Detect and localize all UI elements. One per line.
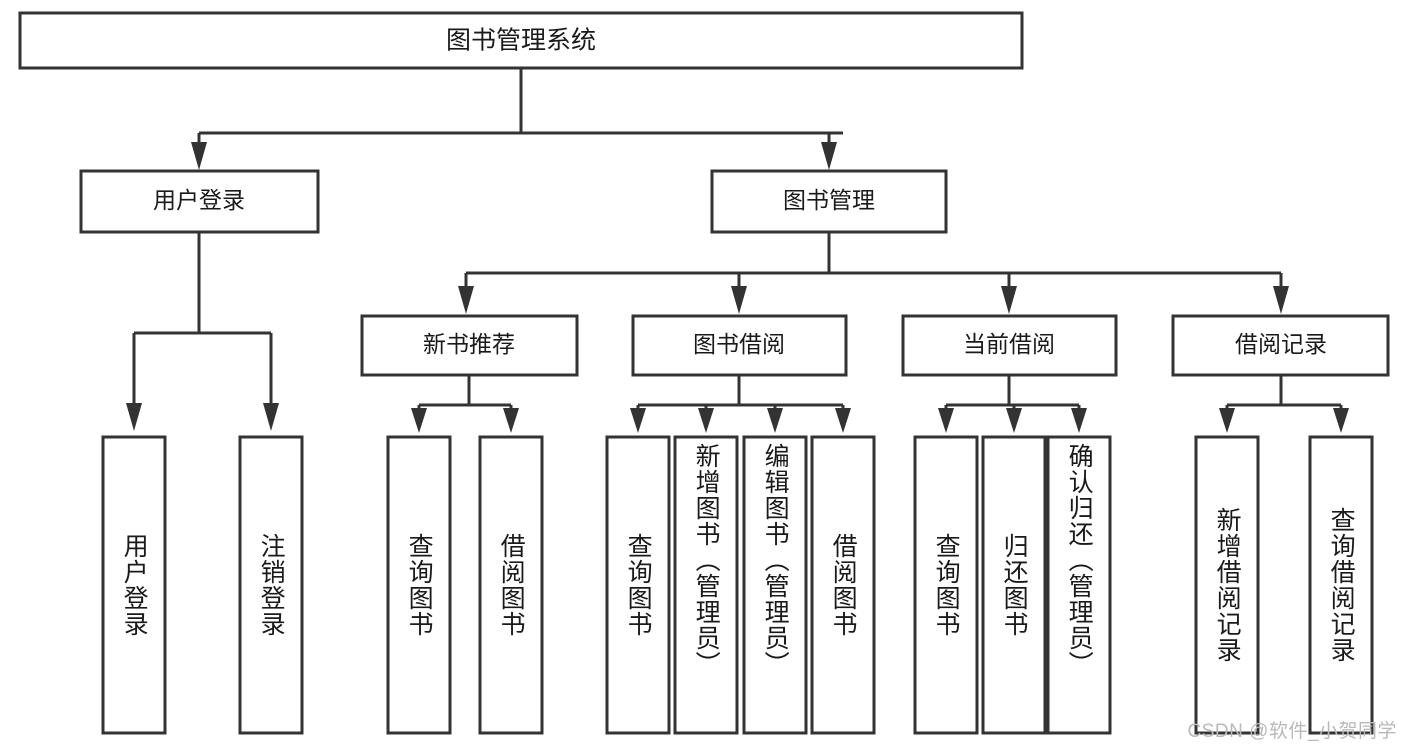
node-borrow-record-box[interactable] bbox=[1171, 314, 1390, 377]
arrow-to-leaf-user-login bbox=[126, 403, 142, 431]
arrow-to-leaf-logout bbox=[263, 403, 279, 431]
node-user-login-box[interactable] bbox=[79, 169, 320, 234]
node-current-borrow-label: 当前借阅 bbox=[963, 331, 1055, 357]
leaf-query-book-1-box[interactable] bbox=[386, 435, 452, 735]
node-root[interactable]: 图书管理系统 bbox=[18, 11, 1024, 70]
node-borrow-record[interactable]: 借阅记录 bbox=[1171, 314, 1390, 377]
arrow-to-leaf-query-book-1 bbox=[411, 408, 427, 433]
node-book-management-box[interactable] bbox=[710, 169, 948, 234]
node-book-management-label: 图书管理 bbox=[783, 187, 875, 213]
node-new-book-recommend-box[interactable] bbox=[360, 314, 579, 377]
arrow-to-leaf-confirm-return bbox=[1071, 408, 1087, 433]
leaf-query-record-box[interactable] bbox=[1308, 435, 1374, 735]
leaf-query-book-3-box[interactable] bbox=[913, 435, 979, 735]
node-current-borrow-box[interactable] bbox=[901, 314, 1118, 377]
node-book-borrow-box[interactable] bbox=[631, 314, 848, 377]
node-book-borrow-label: 图书借阅 bbox=[693, 331, 785, 357]
node-new-book-recommend-label: 新书推荐 bbox=[423, 331, 515, 357]
arrow-to-leaf-add-book bbox=[698, 408, 714, 433]
arrow-to-leaf-borrow-book-2 bbox=[835, 408, 851, 433]
leaf-return-book-box[interactable] bbox=[981, 435, 1047, 735]
arrow-to-book-borrow bbox=[731, 286, 747, 314]
arrow-to-new-book-recommend bbox=[458, 286, 474, 314]
arrow-to-user-login bbox=[191, 142, 207, 170]
leaf-query-book-2-box[interactable] bbox=[605, 435, 671, 735]
node-book-management[interactable]: 图书管理 bbox=[710, 169, 948, 234]
leaf-edit-book-box[interactable] bbox=[742, 435, 808, 735]
node-user-login[interactable]: 用户登录 bbox=[79, 169, 320, 234]
leaf-add-record-box[interactable] bbox=[1194, 435, 1260, 735]
node-root-label: 图书管理系统 bbox=[446, 27, 596, 55]
leaf-confirm-return-box[interactable] bbox=[1046, 435, 1112, 735]
arrow-to-leaf-query-book-2 bbox=[630, 408, 646, 433]
connector-layer bbox=[126, 68, 1349, 433]
arrow-to-leaf-borrow-book-1 bbox=[503, 408, 519, 433]
node-book-borrow[interactable]: 图书借阅 bbox=[631, 314, 848, 377]
arrow-to-leaf-query-record bbox=[1333, 408, 1349, 433]
leaf-borrow-book-2-box[interactable] bbox=[810, 435, 876, 735]
arrow-to-leaf-return-book bbox=[1006, 408, 1022, 433]
arrow-to-leaf-query-book-3 bbox=[938, 408, 954, 433]
node-borrow-record-label: 借阅记录 bbox=[1235, 331, 1327, 357]
arrow-to-leaf-add-record bbox=[1219, 408, 1235, 433]
node-root-box[interactable] bbox=[18, 11, 1024, 70]
arrow-to-borrow-record bbox=[1273, 286, 1289, 314]
node-user-login-label: 用户登录 bbox=[153, 187, 245, 213]
node-new-book-recommend[interactable]: 新书推荐 bbox=[360, 314, 579, 377]
leaf-box-layer bbox=[101, 435, 1374, 735]
arrow-to-leaf-edit-book bbox=[767, 408, 783, 433]
leaf-add-book-box[interactable] bbox=[673, 435, 739, 735]
leaf-borrow-book-1-box[interactable] bbox=[478, 435, 544, 735]
arrow-to-book-management bbox=[821, 142, 837, 170]
leaf-logout-box[interactable] bbox=[238, 435, 304, 735]
leaf-user-login-box[interactable] bbox=[101, 435, 167, 735]
arrow-to-current-borrow bbox=[1001, 286, 1017, 314]
node-current-borrow[interactable]: 当前借阅 bbox=[901, 314, 1118, 377]
